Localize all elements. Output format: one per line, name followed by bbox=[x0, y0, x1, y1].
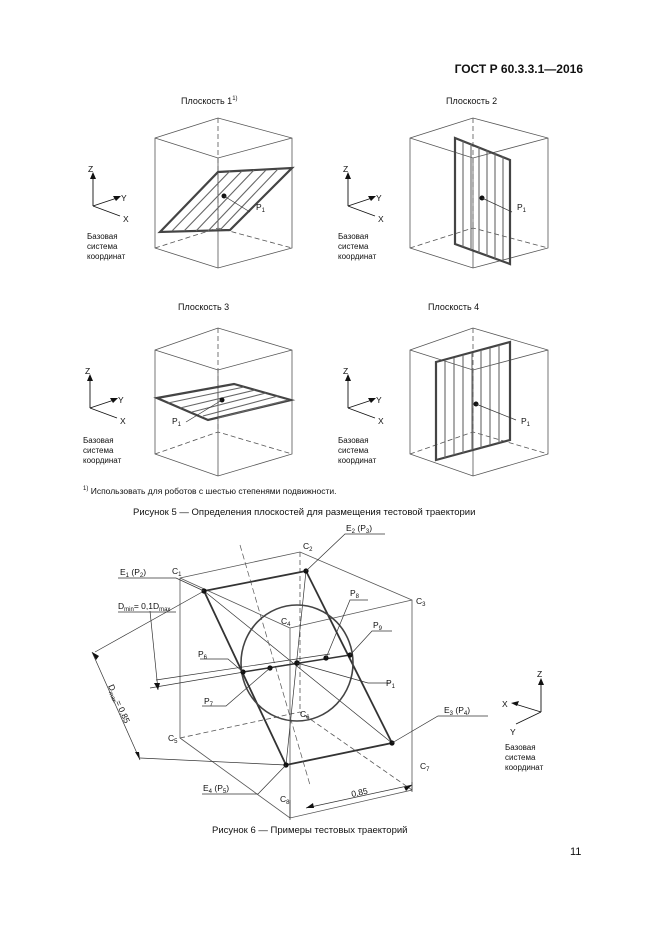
svg-text:Dmax= 0,85: Dmax= 0,85 bbox=[104, 683, 132, 726]
svg-text:P1: P1 bbox=[256, 202, 266, 214]
basis-label-4: Базовая система координат bbox=[338, 436, 377, 465]
svg-text:P9: P9 bbox=[373, 620, 383, 632]
plane-3-diagram: P1 bbox=[153, 327, 296, 477]
svg-text:P1: P1 bbox=[521, 416, 531, 428]
axes-3: Z Y X bbox=[85, 366, 126, 426]
plane-1-diagram: P1 bbox=[154, 117, 295, 269]
svg-text:Z: Z bbox=[343, 366, 348, 376]
svg-text:X: X bbox=[123, 214, 129, 224]
svg-text:E3 (P4): E3 (P4) bbox=[444, 705, 470, 717]
svg-text:0,85: 0,85 bbox=[350, 786, 369, 799]
svg-text:Z: Z bbox=[343, 164, 348, 174]
page-number: 11 bbox=[570, 846, 582, 858]
svg-text:X: X bbox=[378, 214, 384, 224]
svg-text:C2: C2 bbox=[303, 541, 313, 553]
svg-text:C4: C4 bbox=[281, 616, 291, 628]
figure-6-caption: Рисунок 6 — Примеры тестовых траекторий bbox=[212, 825, 408, 836]
footnote: 1) Использовать для роботов с шестью сте… bbox=[83, 486, 337, 496]
plane-4-diagram: P1 bbox=[409, 327, 549, 477]
svg-text:P6: P6 bbox=[198, 649, 208, 661]
svg-text:Z: Z bbox=[537, 669, 542, 679]
plane-2-diagram: P1 bbox=[409, 117, 549, 269]
figure-6-diagram bbox=[91, 533, 488, 820]
basis-label-1: Базовая система координат bbox=[87, 232, 126, 261]
plane-2-title: Плоскость 2 bbox=[446, 96, 498, 106]
svg-text:Y: Y bbox=[376, 193, 382, 203]
svg-text:P7: P7 bbox=[204, 696, 214, 708]
svg-text:C5: C5 bbox=[168, 733, 178, 745]
svg-text:Dmin= 0,1Dmax: Dmin= 0,1Dmax bbox=[118, 601, 170, 613]
axes-1: Z Y X bbox=[88, 164, 129, 224]
svg-text:P8: P8 bbox=[350, 588, 360, 600]
plane-3-title: Плоскость 3 bbox=[178, 302, 230, 312]
basis-label-3: Базовая система координат bbox=[83, 436, 122, 465]
svg-text:E2 (P3): E2 (P3) bbox=[346, 523, 372, 535]
svg-text:C7: C7 bbox=[420, 761, 430, 773]
basis-label-2: Базовая система координат bbox=[338, 232, 377, 261]
svg-text:P1: P1 bbox=[517, 202, 527, 214]
svg-text:Y: Y bbox=[118, 395, 124, 405]
svg-text:C8: C8 bbox=[280, 794, 290, 806]
svg-text:X: X bbox=[502, 699, 508, 709]
svg-text:Z: Z bbox=[85, 366, 90, 376]
standard-number: ГОСТ Р 60.3.3.1—2016 bbox=[454, 62, 583, 76]
figure-6-labels: C1 C2 C3 C4 C5 C6 C7 C8 P1 P6 P7 P8 P9 E… bbox=[104, 523, 470, 806]
svg-text:P1: P1 bbox=[172, 416, 182, 428]
svg-text:Y: Y bbox=[121, 193, 127, 203]
svg-text:P1: P1 bbox=[386, 678, 396, 690]
svg-text:Z: Z bbox=[88, 164, 93, 174]
svg-text:C1: C1 bbox=[172, 566, 182, 578]
svg-text:C3: C3 bbox=[416, 596, 426, 608]
axes-4: Z Y X bbox=[343, 366, 384, 426]
svg-text:E4 (P5): E4 (P5) bbox=[203, 783, 229, 795]
svg-text:E1 (P2): E1 (P2) bbox=[120, 567, 146, 579]
axes-fig6: Z X Y bbox=[502, 669, 544, 737]
svg-text:X: X bbox=[378, 416, 384, 426]
svg-text:Y: Y bbox=[510, 727, 516, 737]
svg-text:C6: C6 bbox=[300, 709, 310, 721]
figure-5-caption: Рисунок 5 — Определения плоскостей для р… bbox=[133, 507, 476, 518]
plane-4-title: Плоскость 4 bbox=[428, 302, 480, 312]
axes-2: Z Y X bbox=[343, 164, 384, 224]
svg-text:Y: Y bbox=[376, 395, 382, 405]
basis-label-fig6: Базовая система координат bbox=[505, 743, 544, 772]
plane-1-title: Плоскость 11) bbox=[181, 96, 238, 106]
svg-text:X: X bbox=[120, 416, 126, 426]
